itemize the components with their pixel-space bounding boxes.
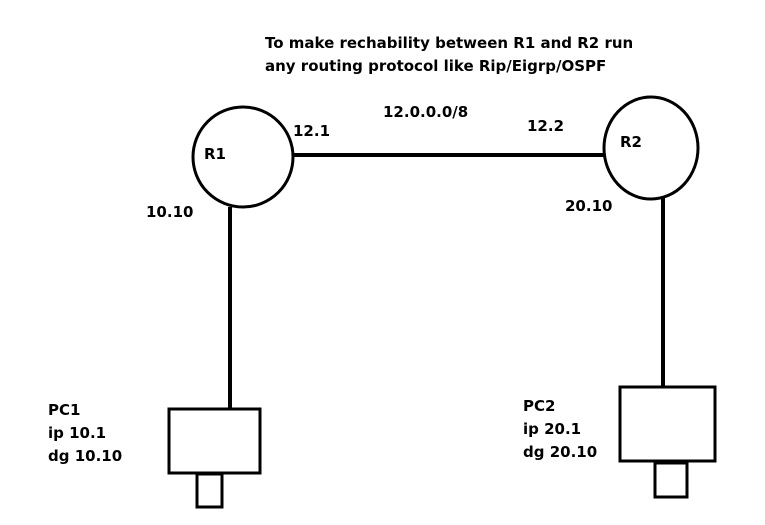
r1-lan-ip-label: 10.10: [146, 203, 194, 221]
pc1-monitor: [167, 407, 262, 475]
pc2-monitor: [618, 385, 717, 463]
routing-note-line-2: any routing protocol like Rip/Eigrp/OSPF: [265, 57, 607, 75]
router-r2: [602, 95, 700, 201]
router-r1: [191, 105, 295, 209]
r1-link-ip-label: 12.1: [293, 122, 331, 140]
pc1-name: PC1: [48, 401, 81, 419]
pc1-info: PC1 ip 10.1 dg 10.10: [48, 399, 122, 468]
pc1-base: [195, 472, 224, 509]
pc2-gateway: dg 20.10: [523, 443, 598, 461]
link-network-label: 12.0.0.0/8: [383, 103, 469, 121]
pc1-gateway: dg 10.10: [48, 447, 123, 465]
routing-note: To make rechability between R1 and R2 ru…: [265, 32, 633, 78]
router-r2-label: R2: [620, 133, 642, 151]
r2-lan-ip-label: 20.10: [565, 197, 613, 215]
router-r1-label: R1: [204, 145, 226, 163]
pc2-base: [653, 461, 689, 499]
pc2-name: PC2: [523, 397, 556, 415]
pc2-ip: ip 20.1: [523, 420, 582, 438]
r2-link-ip-label: 12.2: [527, 117, 565, 135]
pc2-info: PC2 ip 20.1 dg 20.10: [523, 395, 597, 464]
pc1-ip: ip 10.1: [48, 424, 107, 442]
routing-note-line-1: To make rechability between R1 and R2 ru…: [265, 34, 634, 52]
